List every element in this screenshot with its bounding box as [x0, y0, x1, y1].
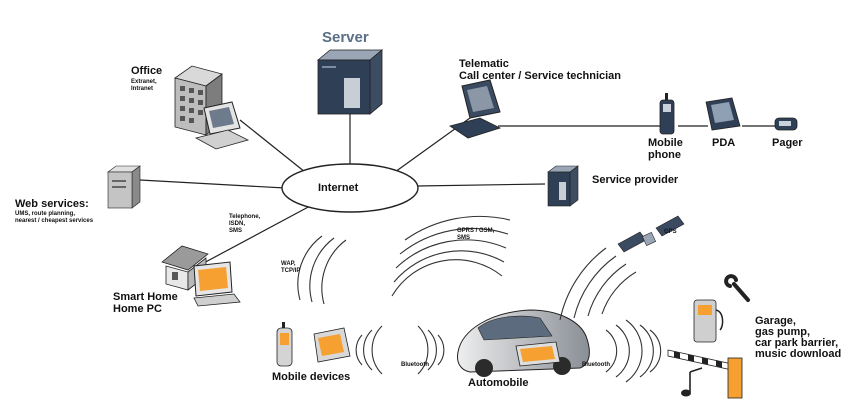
service-provider-icon	[547, 165, 579, 207]
automobile-label: Automobile	[468, 377, 529, 389]
smart-home-icon	[161, 245, 241, 307]
office-sub-label: Extranet,Intranet	[131, 79, 157, 92]
pager-label: Pager	[772, 137, 803, 149]
web-services-server-icon	[107, 165, 141, 209]
gprs-label: GPRS / GSM,SMS	[457, 228, 495, 241]
internet-label: Internet	[318, 182, 359, 194]
mobile-devices-label: Mobile devices	[272, 371, 351, 383]
gps-label: GPS	[664, 229, 677, 235]
office-icon	[174, 65, 250, 150]
garage-icons	[667, 274, 750, 399]
web-services-label: Web services:	[15, 198, 89, 210]
bluetooth-left-label: Bluetooth	[401, 362, 429, 368]
wap-label: WAP,TCP/IP	[281, 261, 301, 274]
pager-icon	[774, 117, 798, 131]
garage-label: Garage,gas pump,car park barrier,music d…	[755, 315, 842, 360]
server-icon	[316, 49, 384, 115]
pda-label: PDA	[712, 137, 736, 149]
server-label: Server	[322, 29, 369, 46]
internet-ellipse	[281, 163, 419, 213]
wireless-waves	[297, 215, 662, 383]
telematic-computer-icon	[449, 79, 502, 139]
pda-icon	[705, 97, 741, 131]
automobile-icon	[457, 309, 590, 377]
service-provider-label: Service provider	[592, 174, 679, 186]
mobile-phone-icon	[659, 93, 675, 135]
web-services-sub-label: UMS, route planning,nearest / cheapest s…	[15, 211, 94, 224]
bluetooth-right-label: Bluetooth	[582, 362, 610, 368]
office-label: Office	[131, 65, 163, 77]
telephone-label: Telephone,ISDN,SMS	[229, 214, 261, 234]
gps-satellite-icon	[617, 215, 685, 253]
mobile-devices-icon	[276, 322, 351, 367]
